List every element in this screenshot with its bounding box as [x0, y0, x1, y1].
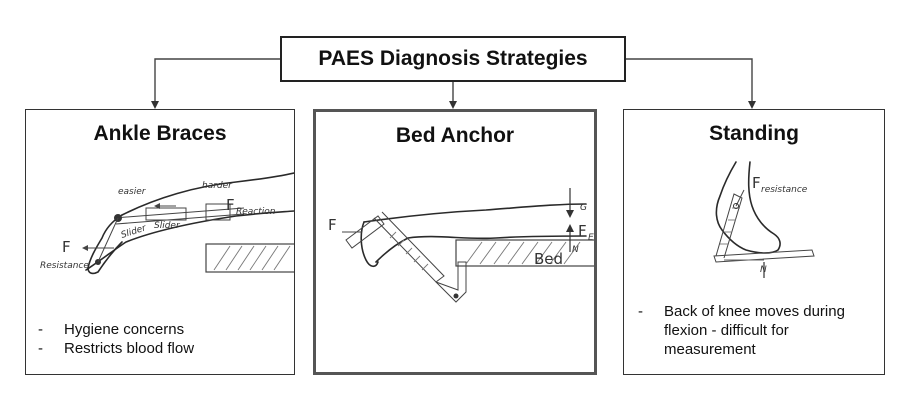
note-item: Back of knee moves during flexion - diff…: [638, 302, 870, 359]
panel-bed-anchor: Bed Anchor F G F E: [313, 109, 597, 375]
arrowhead-icon: [151, 101, 159, 109]
bed-anchor-sketch: F G F E N Bed: [328, 188, 594, 303]
label-fe-sub: E: [588, 233, 594, 243]
note-item: Hygiene concerns: [38, 320, 194, 339]
panel-title: Standing: [709, 122, 799, 145]
label-f-resistance: F: [62, 238, 71, 256]
note-item: Restricts blood flow: [38, 339, 194, 358]
ankle-braces-notes: Hygiene concerns Restricts blood flow: [38, 320, 194, 358]
label-reaction-sub: Reaction: [236, 207, 276, 217]
label-g: G: [580, 203, 587, 213]
label-resistance-sub: Resistance: [40, 261, 89, 271]
connector-to-standing: [626, 58, 756, 109]
label-slider: Slider: [154, 221, 181, 231]
label-easier: easier: [118, 187, 147, 197]
panel-ankle-braces: Ankle Braces easier harder F Reaction F …: [25, 109, 295, 375]
arrowhead-icon: [449, 101, 457, 109]
ankle-brace-sketch: easier harder F Reaction F Resistance Sl…: [40, 172, 294, 275]
label-resistance-sub: resistance: [761, 185, 808, 195]
connector-to-bed-anchor: [449, 82, 457, 109]
label-force: F: [328, 216, 337, 234]
label-f-reaction: F: [226, 196, 235, 214]
standing-sketch: F resistance N: [713, 161, 815, 278]
label-f-resistance: F: [752, 174, 761, 192]
panel-standing: Standing F resistance N Back of knee mov…: [623, 109, 885, 375]
label-harder: harder: [202, 181, 233, 191]
diagram-title: PAES Diagnosis Strategies: [280, 36, 626, 82]
label-n: N: [572, 245, 579, 255]
label-bed: Bed: [534, 250, 563, 268]
standing-notes: Back of knee moves during flexion - diff…: [638, 302, 870, 359]
arrowhead-icon: [748, 101, 756, 109]
label-n: N: [760, 265, 767, 275]
connector-to-ankle-braces: [151, 58, 280, 109]
panel-title: Bed Anchor: [395, 124, 515, 147]
panel-title: Ankle Braces: [93, 122, 227, 145]
label-fe: F: [578, 222, 587, 240]
